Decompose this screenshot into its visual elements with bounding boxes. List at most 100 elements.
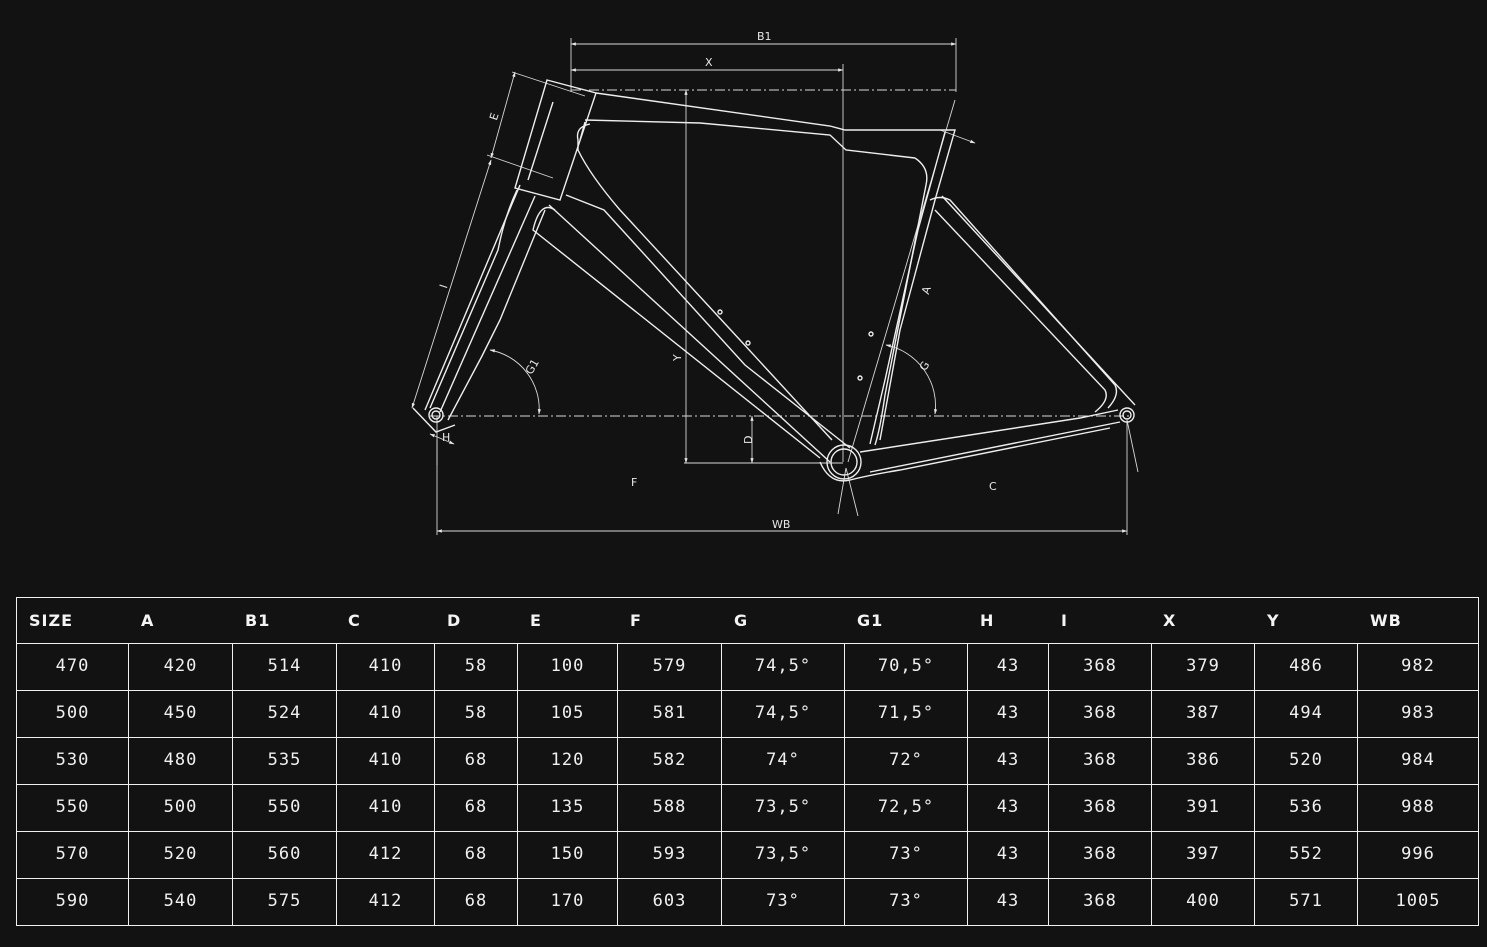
- cell-x: 379: [1152, 644, 1255, 690]
- cell-a: 520: [129, 832, 233, 878]
- cell-d: 68: [435, 785, 518, 831]
- cell-f: 593: [618, 832, 722, 878]
- cell-i: 368: [1049, 644, 1152, 690]
- header-wb: WB: [1370, 611, 1402, 630]
- cell-g: 74,5°: [722, 644, 845, 690]
- cell-i: 368: [1049, 832, 1152, 878]
- label-y: Y: [671, 354, 684, 362]
- dimension-lines: [411, 38, 1139, 535]
- cell-i: 368: [1049, 691, 1152, 737]
- cell-c: 410: [337, 644, 435, 690]
- cell-a: 480: [129, 738, 233, 784]
- cell-c: 410: [337, 785, 435, 831]
- cell-g: 73°: [722, 879, 845, 925]
- cell-f: 579: [618, 644, 722, 690]
- header-c: C: [348, 611, 361, 630]
- header-b1: B1: [245, 611, 271, 630]
- label-c: C: [989, 480, 997, 493]
- table-row: 530 480 535 410 68 120 582 74° 72° 43 36…: [17, 738, 1478, 785]
- cell-a: 420: [129, 644, 233, 690]
- cell-g1: 71,5°: [845, 691, 968, 737]
- cell-x: 386: [1152, 738, 1255, 784]
- cell-e: 105: [518, 691, 618, 737]
- cell-f: 582: [618, 738, 722, 784]
- cell-b1: 560: [233, 832, 337, 878]
- cell-size: 550: [17, 785, 129, 831]
- label-x: X: [705, 56, 713, 69]
- cell-size: 590: [17, 879, 129, 925]
- header-g: G: [734, 611, 749, 630]
- cell-f: 588: [618, 785, 722, 831]
- header-a: A: [141, 611, 155, 630]
- cell-i: 368: [1049, 738, 1152, 784]
- label-g1: G1: [523, 357, 542, 377]
- header-x: X: [1163, 611, 1177, 630]
- cell-h: 43: [968, 738, 1049, 784]
- cell-g1: 73°: [845, 832, 968, 878]
- cell-h: 43: [968, 644, 1049, 690]
- header-g1: G1: [857, 611, 884, 630]
- cell-b1: 550: [233, 785, 337, 831]
- cell-wb: 983: [1401, 703, 1435, 723]
- cell-h: 43: [968, 691, 1049, 737]
- cell-wb: 984: [1401, 750, 1435, 770]
- cell-size: 570: [17, 832, 129, 878]
- frame-outline: [412, 79, 1136, 482]
- cell-b1: 524: [233, 691, 337, 737]
- header-f: F: [630, 611, 642, 630]
- cell-size: 530: [17, 738, 129, 784]
- header-e: E: [530, 611, 542, 630]
- cell-x: 397: [1152, 832, 1255, 878]
- cell-e: 100: [518, 644, 618, 690]
- cell-g: 73,5°: [722, 832, 845, 878]
- cell-c: 410: [337, 691, 435, 737]
- table-row: 550 500 550 410 68 135 588 73,5° 72,5° 4…: [17, 785, 1478, 832]
- cell-d: 58: [435, 691, 518, 737]
- frame-geometry-diagram: B1 X E I A G G1 Y D H F C WB: [411, 30, 1139, 535]
- cell-x: 387: [1152, 691, 1255, 737]
- cell-g1: 70,5°: [845, 644, 968, 690]
- cell-y: 571: [1255, 879, 1358, 925]
- cell-f: 581: [618, 691, 722, 737]
- cell-a: 500: [129, 785, 233, 831]
- label-h: H: [442, 431, 450, 444]
- cell-g1: 73°: [845, 879, 968, 925]
- cell-e: 150: [518, 832, 618, 878]
- cell-i: 368: [1049, 879, 1152, 925]
- label-wb: WB: [772, 518, 790, 531]
- label-e: E: [487, 111, 502, 122]
- cell-h: 43: [968, 785, 1049, 831]
- cell-size: 470: [17, 644, 129, 690]
- cell-b1: 535: [233, 738, 337, 784]
- cell-g1: 72°: [845, 738, 968, 784]
- geometry-table: SIZE A B1 C D E F G G1 H I X Y WB 470 42…: [16, 597, 1479, 926]
- header-d: D: [447, 611, 462, 630]
- header-h: H: [980, 611, 995, 630]
- cell-g: 74°: [722, 738, 845, 784]
- cell-y: 520: [1255, 738, 1358, 784]
- cell-b1: 514: [233, 644, 337, 690]
- cell-e: 170: [518, 879, 618, 925]
- cell-x: 400: [1152, 879, 1255, 925]
- header-size: SIZE: [29, 611, 74, 630]
- table-row: 570 520 560 412 68 150 593 73,5° 73° 43 …: [17, 832, 1478, 879]
- cell-h: 43: [968, 879, 1049, 925]
- cell-a: 450: [129, 691, 233, 737]
- cell-c: 410: [337, 738, 435, 784]
- cell-b1: 575: [233, 879, 337, 925]
- cell-a: 540: [129, 879, 233, 925]
- cell-c: 412: [337, 879, 435, 925]
- cell-i: 368: [1049, 785, 1152, 831]
- header-i: I: [1061, 611, 1068, 630]
- cell-y: 536: [1255, 785, 1358, 831]
- cell-wb: 982: [1401, 656, 1435, 676]
- cell-g1: 72,5°: [845, 785, 968, 831]
- cell-x: 391: [1152, 785, 1255, 831]
- cell-c: 412: [337, 832, 435, 878]
- table-header: SIZE A B1 C D E F G G1 H I X Y WB: [17, 598, 1478, 644]
- cell-d: 68: [435, 879, 518, 925]
- cell-wb: 1005: [1395, 891, 1441, 911]
- cell-g: 74,5°: [722, 691, 845, 737]
- header-y: Y: [1267, 611, 1280, 630]
- cell-wb: 988: [1401, 797, 1435, 817]
